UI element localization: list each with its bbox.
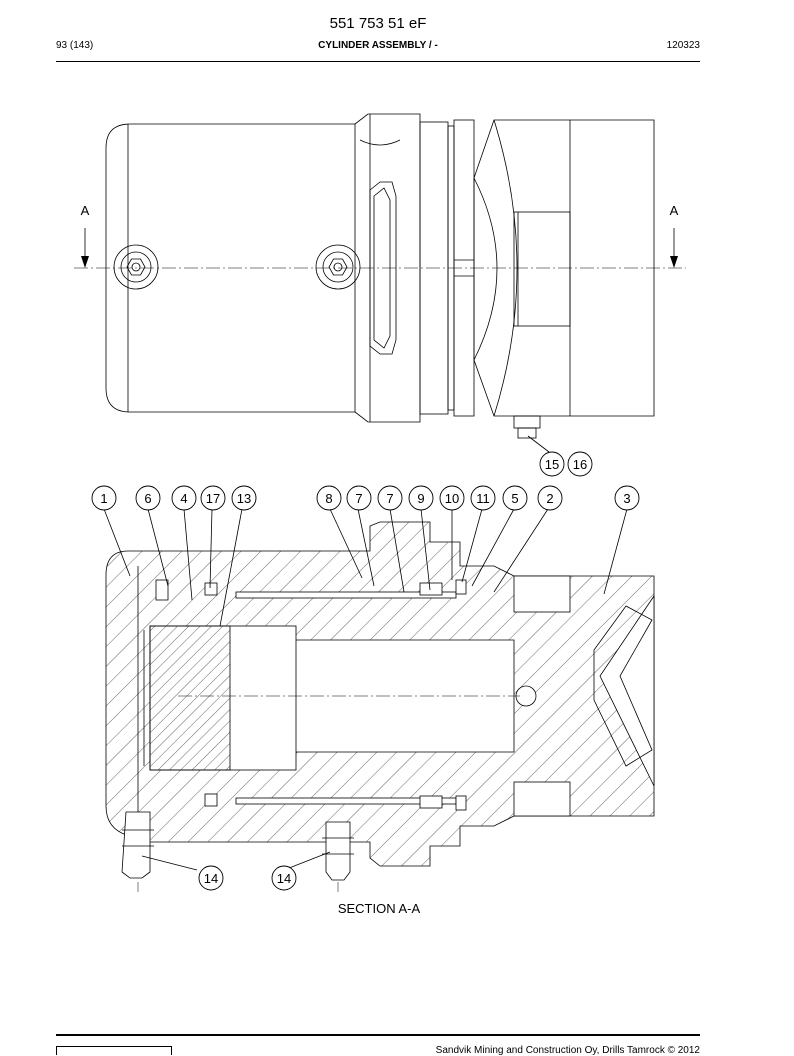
section-marker-right: A bbox=[670, 203, 679, 218]
callout-11: 11 bbox=[470, 485, 496, 511]
section-label: SECTION A-A bbox=[338, 901, 421, 916]
callout-3: 3 bbox=[614, 485, 640, 511]
page-number: 93 (143) bbox=[56, 40, 94, 51]
svg-text:6: 6 bbox=[144, 491, 151, 506]
svg-text:13: 13 bbox=[237, 491, 251, 506]
callout-13: 13 bbox=[231, 485, 257, 511]
section-arrow-right: A bbox=[670, 203, 679, 268]
footer-rule bbox=[56, 1034, 700, 1036]
svg-text:15: 15 bbox=[545, 457, 559, 472]
svg-text:11: 11 bbox=[476, 491, 490, 506]
callout-10: 10 bbox=[439, 485, 465, 511]
callout-16: 16 bbox=[567, 451, 593, 477]
callout-7b: 7 bbox=[377, 485, 403, 511]
svg-text:10: 10 bbox=[445, 491, 459, 506]
section-view bbox=[105, 521, 655, 881]
svg-text:14: 14 bbox=[204, 871, 218, 886]
section-arrow-left: A bbox=[81, 203, 90, 268]
svg-text:14: 14 bbox=[277, 871, 291, 886]
callout-7a: 7 bbox=[346, 485, 372, 511]
footer-copyright: Sandvik Mining and Construction Oy, Dril… bbox=[435, 1045, 700, 1056]
callout-17: 17 bbox=[200, 485, 226, 511]
svg-text:16: 16 bbox=[573, 457, 587, 472]
callouts bbox=[103, 435, 628, 871]
svg-text:8: 8 bbox=[325, 491, 332, 506]
doc-number: 120323 bbox=[666, 40, 700, 51]
svg-text:5: 5 bbox=[511, 491, 518, 506]
page-title: CYLINDER ASSEMBLY / - bbox=[318, 40, 438, 51]
svg-text:7: 7 bbox=[386, 491, 393, 506]
svg-text:3: 3 bbox=[623, 491, 630, 506]
callout-8: 8 bbox=[316, 485, 342, 511]
callout-14b: 14 bbox=[271, 865, 297, 891]
callout-1: 1 bbox=[91, 485, 117, 511]
section-marker-left: A bbox=[81, 203, 90, 218]
sandvik-logo bbox=[56, 1046, 172, 1055]
callout-9: 9 bbox=[408, 485, 434, 511]
svg-text:2: 2 bbox=[546, 491, 553, 506]
callout-4: 4 bbox=[171, 485, 197, 511]
svg-text:1: 1 bbox=[100, 491, 107, 506]
callout-5: 5 bbox=[502, 485, 528, 511]
svg-text:4: 4 bbox=[180, 491, 187, 506]
callout-14a: 14 bbox=[198, 865, 224, 891]
top-view bbox=[105, 113, 655, 439]
svg-text:9: 9 bbox=[417, 491, 424, 506]
svg-text:17: 17 bbox=[206, 491, 220, 506]
callout-15: 15 bbox=[539, 451, 565, 477]
document-code: 551 753 51 eF bbox=[329, 15, 427, 32]
callout-6: 6 bbox=[135, 485, 161, 511]
header-row: 93 (143) CYLINDER ASSEMBLY / - 120323 bbox=[56, 40, 700, 56]
svg-text:7: 7 bbox=[355, 491, 362, 506]
callout-2: 2 bbox=[537, 485, 563, 511]
header-rule bbox=[56, 61, 700, 62]
